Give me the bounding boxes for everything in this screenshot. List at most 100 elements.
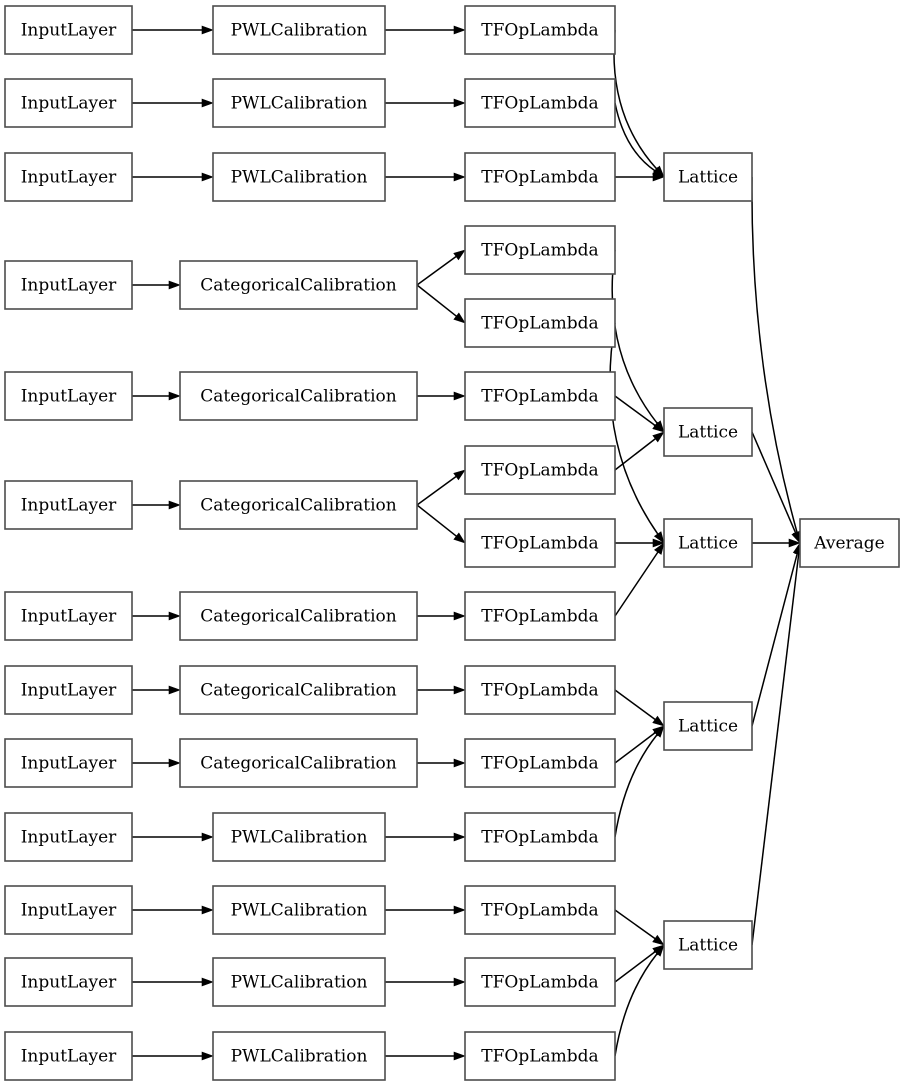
node-box[interactable] bbox=[663, 407, 753, 457]
node-box[interactable] bbox=[464, 298, 616, 348]
node-box[interactable] bbox=[4, 812, 133, 862]
node-box[interactable] bbox=[4, 738, 133, 788]
graph-node-inputlayer[interactable]: InputLayer bbox=[4, 665, 133, 715]
graph-node-pwlcalibration[interactable]: PWLCalibration bbox=[212, 1031, 386, 1081]
node-box[interactable] bbox=[464, 665, 616, 715]
graph-node-categoricalcalibration[interactable]: CategoricalCalibration bbox=[179, 260, 418, 310]
node-box[interactable] bbox=[212, 5, 386, 55]
node-box[interactable] bbox=[464, 885, 616, 935]
graph-node-lattice[interactable]: Lattice bbox=[663, 518, 753, 568]
graph-node-inputlayer[interactable]: InputLayer bbox=[4, 885, 133, 935]
graph-node-lattice[interactable]: Lattice bbox=[663, 152, 753, 202]
graph-node-pwlcalibration[interactable]: PWLCalibration bbox=[212, 152, 386, 202]
graph-node-categoricalcalibration[interactable]: CategoricalCalibration bbox=[179, 738, 418, 788]
node-box[interactable] bbox=[212, 812, 386, 862]
graph-node-lattice[interactable]: Lattice bbox=[663, 701, 753, 751]
graph-node-categoricalcalibration[interactable]: CategoricalCalibration bbox=[179, 665, 418, 715]
graph-edge bbox=[417, 611, 466, 621]
node-box[interactable] bbox=[212, 957, 386, 1007]
graph-node-inputlayer[interactable]: InputLayer bbox=[4, 812, 133, 862]
node-box[interactable] bbox=[4, 591, 133, 641]
node-box[interactable] bbox=[212, 152, 386, 202]
edge-line bbox=[416, 475, 457, 506]
graph-node-tfoplambda[interactable]: TFOpLambda bbox=[464, 78, 616, 128]
node-box[interactable] bbox=[4, 78, 133, 128]
graph-node-inputlayer[interactable]: InputLayer bbox=[4, 480, 133, 530]
graph-node-average[interactable]: Average bbox=[799, 518, 900, 568]
graph-node-pwlcalibration[interactable]: PWLCalibration bbox=[212, 957, 386, 1007]
node-box[interactable] bbox=[179, 738, 418, 788]
graph-node-pwlcalibration[interactable]: PWLCalibration bbox=[212, 78, 386, 128]
node-box[interactable] bbox=[4, 665, 133, 715]
node-box[interactable] bbox=[4, 480, 133, 530]
graph-node-pwlcalibration[interactable]: PWLCalibration bbox=[212, 812, 386, 862]
graph-node-tfoplambda[interactable]: TFOpLambda bbox=[464, 298, 616, 348]
arrow-head-icon bbox=[652, 172, 665, 182]
node-box[interactable] bbox=[464, 957, 616, 1007]
graph-node-tfoplambda[interactable]: TFOpLambda bbox=[464, 591, 616, 641]
node-box[interactable] bbox=[464, 591, 616, 641]
node-box[interactable] bbox=[179, 371, 418, 421]
node-box[interactable] bbox=[4, 371, 133, 421]
graph-node-tfoplambda[interactable]: TFOpLambda bbox=[464, 371, 616, 421]
graph-node-tfoplambda[interactable]: TFOpLambda bbox=[464, 665, 616, 715]
node-box[interactable] bbox=[4, 1031, 133, 1081]
node-box[interactable] bbox=[663, 518, 753, 568]
node-box[interactable] bbox=[179, 591, 418, 641]
graph-node-inputlayer[interactable]: InputLayer bbox=[4, 152, 133, 202]
graph-node-pwlcalibration[interactable]: PWLCalibration bbox=[212, 885, 386, 935]
graph-node-inputlayer[interactable]: InputLayer bbox=[4, 1031, 133, 1081]
graph-node-tfoplambda[interactable]: TFOpLambda bbox=[464, 885, 616, 935]
graph-node-inputlayer[interactable]: InputLayer bbox=[4, 591, 133, 641]
graph-node-tfoplambda[interactable]: TFOpLambda bbox=[464, 738, 616, 788]
node-box[interactable] bbox=[4, 152, 133, 202]
graph-node-tfoplambda[interactable]: TFOpLambda bbox=[464, 5, 616, 55]
graph-node-lattice[interactable]: Lattice bbox=[663, 920, 753, 970]
node-box[interactable] bbox=[464, 812, 616, 862]
graph-node-tfoplambda[interactable]: TFOpLambda bbox=[464, 1031, 616, 1081]
node-box[interactable] bbox=[4, 260, 133, 310]
graph-node-tfoplambda[interactable]: TFOpLambda bbox=[464, 957, 616, 1007]
node-box[interactable] bbox=[4, 5, 133, 55]
node-box[interactable] bbox=[464, 225, 616, 275]
node-box[interactable] bbox=[179, 480, 418, 530]
node-box[interactable] bbox=[4, 885, 133, 935]
node-box[interactable] bbox=[179, 260, 418, 310]
graph-node-lattice[interactable]: Lattice bbox=[663, 407, 753, 457]
graph-node-tfoplambda[interactable]: TFOpLambda bbox=[464, 812, 616, 862]
node-box[interactable] bbox=[464, 5, 616, 55]
graph-node-categoricalcalibration[interactable]: CategoricalCalibration bbox=[179, 591, 418, 641]
graph-edge bbox=[417, 685, 466, 695]
node-box[interactable] bbox=[464, 738, 616, 788]
node-box[interactable] bbox=[464, 445, 616, 495]
node-box[interactable] bbox=[464, 152, 616, 202]
graph-node-inputlayer[interactable]: InputLayer bbox=[4, 5, 133, 55]
graph-node-inputlayer[interactable]: InputLayer bbox=[4, 78, 133, 128]
node-box[interactable] bbox=[464, 518, 616, 568]
graph-edge bbox=[385, 832, 466, 842]
graph-node-tfoplambda[interactable]: TFOpLambda bbox=[464, 518, 616, 568]
node-box[interactable] bbox=[799, 518, 900, 568]
node-box[interactable] bbox=[179, 665, 418, 715]
graph-node-categoricalcalibration[interactable]: CategoricalCalibration bbox=[179, 371, 418, 421]
node-box[interactable] bbox=[212, 78, 386, 128]
graph-node-inputlayer[interactable]: InputLayer bbox=[4, 957, 133, 1007]
graph-node-pwlcalibration[interactable]: PWLCalibration bbox=[212, 5, 386, 55]
node-box[interactable] bbox=[663, 152, 753, 202]
graph-node-inputlayer[interactable]: InputLayer bbox=[4, 371, 133, 421]
graph-node-categoricalcalibration[interactable]: CategoricalCalibration bbox=[179, 480, 418, 530]
graph-node-tfoplambda[interactable]: TFOpLambda bbox=[464, 152, 616, 202]
node-box[interactable] bbox=[212, 885, 386, 935]
node-box[interactable] bbox=[663, 920, 753, 970]
node-box[interactable] bbox=[464, 78, 616, 128]
graph-node-inputlayer[interactable]: InputLayer bbox=[4, 260, 133, 310]
graph-node-tfoplambda[interactable]: TFOpLambda bbox=[464, 225, 616, 275]
graph-node-tfoplambda[interactable]: TFOpLambda bbox=[464, 445, 616, 495]
arrow-head-icon bbox=[168, 685, 181, 695]
node-box[interactable] bbox=[464, 1031, 616, 1081]
node-box[interactable] bbox=[4, 957, 133, 1007]
node-box[interactable] bbox=[464, 371, 616, 421]
node-box[interactable] bbox=[212, 1031, 386, 1081]
graph-node-inputlayer[interactable]: InputLayer bbox=[4, 738, 133, 788]
node-box[interactable] bbox=[663, 701, 753, 751]
